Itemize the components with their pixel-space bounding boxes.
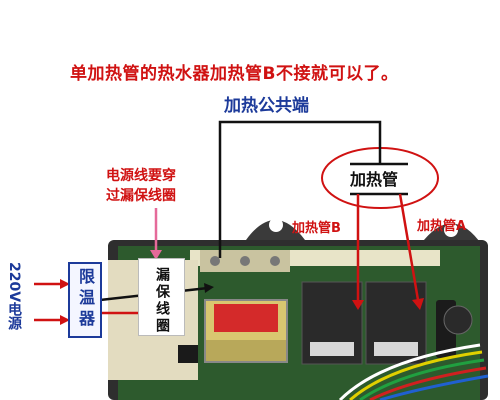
power-wire-note: 电源线要穿 过漏保线圈	[106, 166, 176, 207]
heater-label: 加热管	[350, 170, 399, 189]
power-wire-note-line2: 过漏保线圈	[106, 188, 176, 205]
leak-coil-label: 漏保线圈	[154, 267, 170, 335]
temp-limiter-box: 限温器	[68, 262, 102, 338]
common-wire	[218, 120, 382, 258]
ribbon-wire	[349, 350, 483, 400]
transformer-red-tape	[214, 304, 278, 332]
common-terminal-label: 加热公共端	[224, 96, 309, 116]
mains-label: 220V电源	[6, 262, 22, 331]
heater-a-wire	[398, 193, 420, 301]
capacitor-round	[443, 305, 473, 335]
limiter-arrowhead-2	[60, 315, 70, 325]
mount-hole-right	[444, 223, 458, 237]
heater-b-label: 加热管B	[292, 221, 341, 236]
ribbon-wire	[338, 343, 481, 400]
heater-b-arrowhead	[352, 300, 364, 310]
terminal-screw	[210, 256, 220, 266]
ribbon-wire	[359, 358, 485, 400]
mount-hole-left	[269, 218, 283, 232]
transformer-frame	[204, 299, 288, 363]
connector-block	[178, 345, 198, 363]
power-wire-note-line1: 电源线要穿	[106, 168, 176, 184]
transformer-core	[205, 340, 287, 362]
relay-a-sticker	[374, 342, 418, 356]
leak-coil-box: 漏保线圈	[138, 258, 185, 336]
coil-pointer-arrowhead	[150, 250, 162, 260]
ribbon-wire	[369, 366, 487, 400]
terminal-screw	[240, 256, 250, 266]
terminal-screw	[270, 256, 280, 266]
title: 单加热管的热水器加热管B不接就可以了。	[70, 64, 399, 84]
relay-b-sticker	[310, 342, 354, 356]
limiter-arrowhead-1	[60, 279, 70, 289]
temp-limiter-label: 限温器	[76, 268, 95, 331]
heater-a-label: 加热管A	[417, 219, 467, 234]
ribbon-wire	[379, 374, 489, 400]
heater-a-arrowhead	[412, 298, 424, 310]
power-through-arrowhead	[204, 283, 214, 293]
